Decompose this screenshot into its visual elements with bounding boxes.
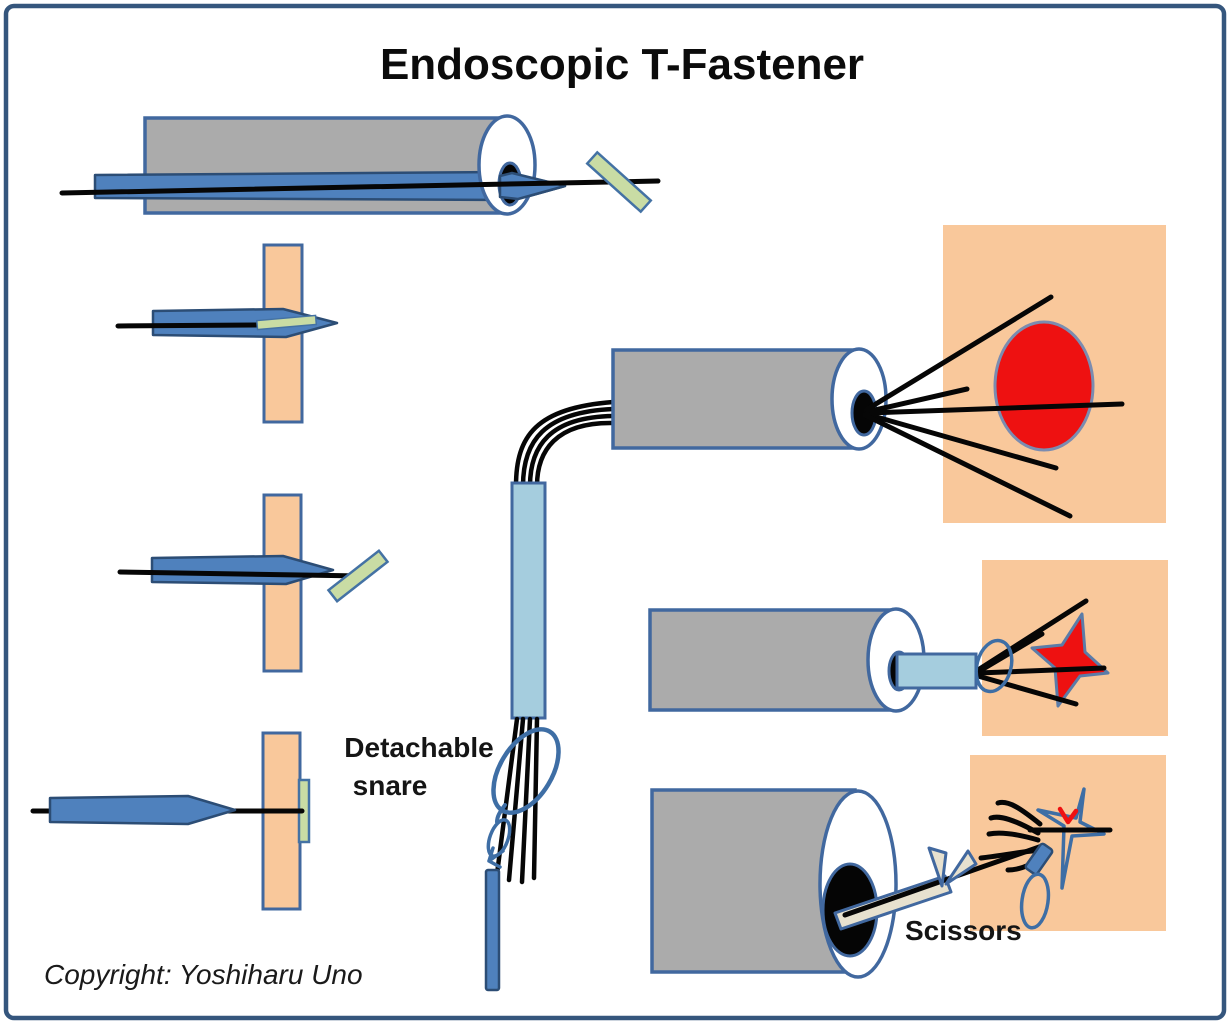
cinch-clip (1024, 842, 1054, 876)
handle-rod (484, 868, 501, 992)
detachable-snare-label-line2: snare (353, 770, 428, 801)
thread-line (975, 665, 1107, 676)
page-border (3, 3, 1227, 1021)
panel-snare-cinch-lesion (648, 560, 1168, 736)
panel-snare-assembly: Detachable snare (344, 399, 616, 992)
detachable-snare-label-line1: Detachable (344, 732, 493, 763)
scissors-label: Scissors (905, 915, 1022, 946)
tissue-wall (261, 731, 302, 911)
thread-line (513, 399, 616, 489)
panel-tbar-anchored (30, 731, 311, 911)
thread-line (863, 386, 970, 415)
snare-hook (487, 846, 505, 869)
thread-line (520, 406, 616, 489)
thread-line (117, 569, 365, 579)
tissue-area (970, 755, 1166, 931)
panel-loaded-device (59, 114, 661, 216)
t-bar (326, 549, 390, 603)
thread-line (863, 294, 1054, 413)
thread-line (975, 673, 1079, 707)
scissors-blade (927, 846, 948, 888)
scissors-blade (944, 849, 978, 886)
t-bar (585, 150, 653, 214)
pusher-tube (510, 481, 547, 720)
snare-small-loop (486, 818, 512, 858)
thread-line (59, 178, 661, 196)
thread-line (863, 411, 1059, 471)
thread-line (519, 716, 533, 885)
t-bar-inside-needle (255, 314, 318, 331)
copyright-text: Copyright: Yoshiharu Uno (44, 959, 363, 990)
cinched-lesion-star (1030, 612, 1110, 708)
thread-line (534, 420, 616, 489)
cut-thread (995, 799, 1043, 827)
panel-needle-through-wall (115, 243, 339, 424)
snare-wire (495, 803, 507, 824)
thread-line (864, 401, 1125, 416)
thread-line (862, 412, 1073, 519)
panel-scope-threads-lesion (611, 225, 1166, 523)
thread-line (506, 716, 526, 883)
snare-loop (974, 638, 1014, 694)
cut-thread (988, 814, 1041, 836)
scope-body (611, 348, 860, 450)
needle (48, 794, 237, 826)
thread-line (527, 413, 616, 489)
panel-tbar-deployed (117, 493, 390, 673)
cut-thread (986, 830, 1041, 843)
pusher-tube (895, 652, 978, 690)
snare-loop (1019, 872, 1051, 930)
panel-scissors-cut: Scissors (650, 755, 1166, 979)
page-title: Endoscopic T-Fastener (380, 40, 864, 89)
red-chevron (1057, 806, 1079, 825)
lesion (993, 320, 1095, 452)
thread-line (115, 322, 263, 329)
needle (150, 554, 335, 586)
scope-body (648, 608, 900, 712)
